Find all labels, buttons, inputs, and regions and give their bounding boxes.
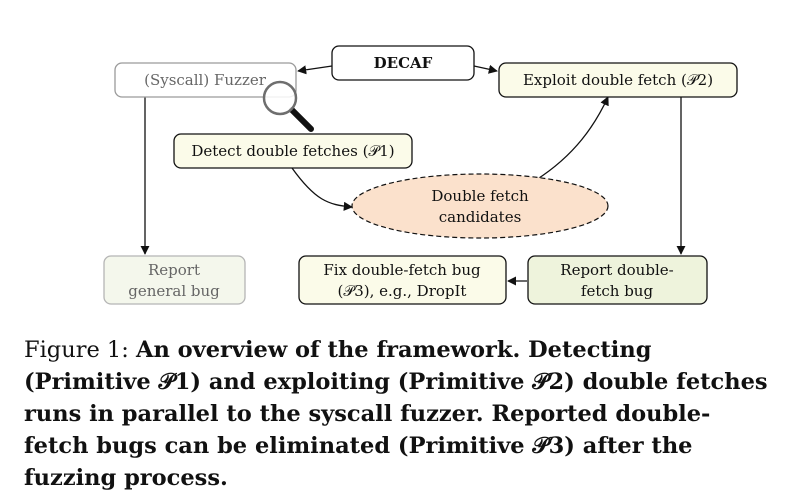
node-candidates: Double fetch candidates <box>351 173 609 239</box>
node-fix: Fix double-fetch bug (𝒫3), e.g., DropIt <box>298 255 507 305</box>
edge-decaf-to-fuzzer <box>297 65 333 75</box>
node-report-df-label-line1: Report double- <box>560 261 673 279</box>
node-fix-label-line1: Fix double-fetch bug <box>323 261 481 279</box>
node-candidates-label-line2: candidates <box>439 208 522 226</box>
diagram-edges <box>140 64 686 286</box>
node-fuzzer-label: (Syscall) Fuzzer <box>144 71 267 89</box>
node-report-double-fetch: Report double- fetch bug <box>527 255 708 305</box>
magnifying-glass-icon <box>262 80 314 132</box>
node-exploit-label: Exploit double fetch (𝒫2) <box>523 71 713 89</box>
node-decaf: DECAF <box>331 45 475 81</box>
node-fuzzer: (Syscall) Fuzzer <box>114 62 297 98</box>
node-detect-label: Detect double fetches (𝒫1) <box>191 142 394 160</box>
edge-detect-to-candidates <box>291 167 353 211</box>
edge-candidates-to-exploit <box>535 96 609 181</box>
node-detect: Detect double fetches (𝒫1) <box>173 133 413 169</box>
figure-caption: Figure 1: An overview of the framework. … <box>24 334 774 494</box>
figure-caption-text: An overview of the framework. Detecting … <box>24 337 768 491</box>
node-report-general-label-line2: general bug <box>128 282 220 300</box>
edge-decaf-to-exploit <box>473 64 498 74</box>
node-report-general-label-line1: Report <box>148 261 200 279</box>
framework-diagram: DECAF (Syscall) Fuzzer Exploit double fe… <box>103 45 738 305</box>
node-exploit: Exploit double fetch (𝒫2) <box>498 62 738 98</box>
node-candidates-label-line1: Double fetch <box>431 187 529 205</box>
node-report-df-label-line2: fetch bug <box>581 282 654 300</box>
figure-caption-label: Figure 1: <box>24 337 136 363</box>
node-decaf-label: DECAF <box>374 54 433 72</box>
node-fix-label-line2: (𝒫3), e.g., DropIt <box>338 282 467 300</box>
node-report-general: Report general bug <box>103 255 246 305</box>
